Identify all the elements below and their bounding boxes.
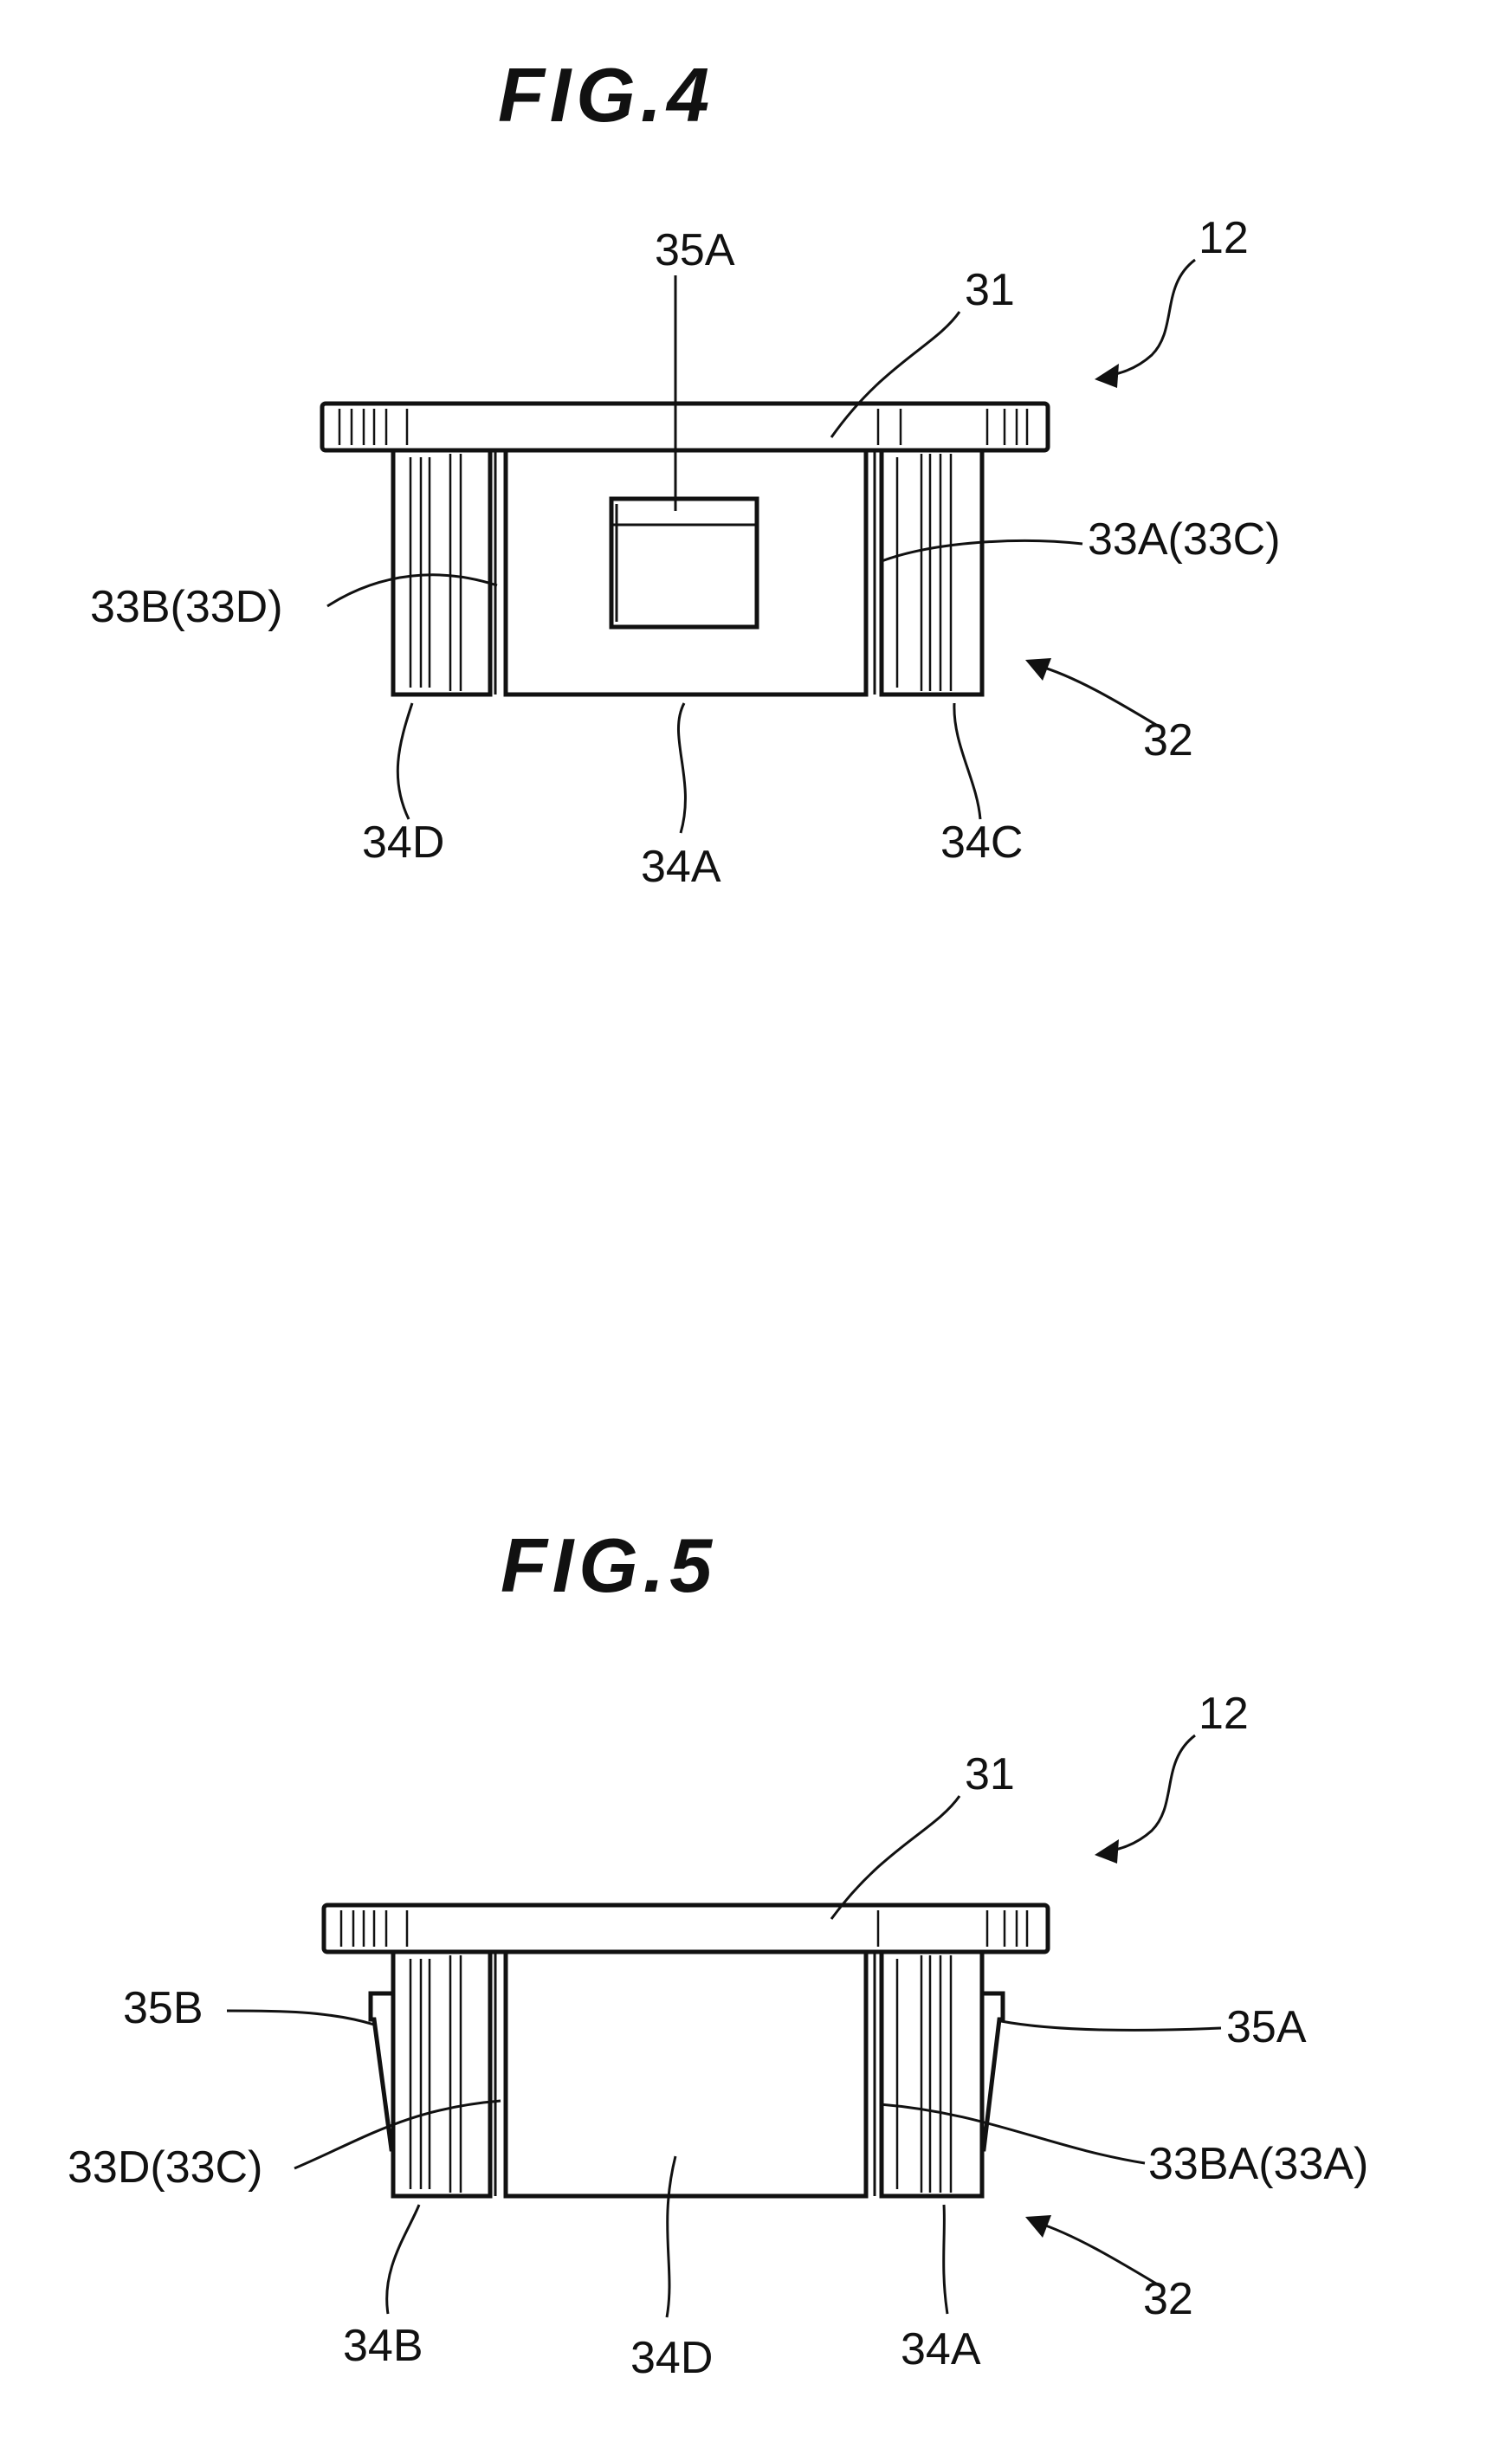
fig4-leader-34c [954,703,980,819]
fig4-label-34d: 34D [362,817,444,868]
fig5-label-35a: 35A [1226,2002,1307,2052]
fig5-leader-34a [944,2205,947,2314]
fig4-window [611,499,757,627]
fig5-leader-31 [831,1796,960,1919]
fig5-leader-34b [387,2205,419,2314]
fig4-label-34c: 34C [940,817,1023,868]
fig5-label-34d: 34D [630,2333,713,2383]
fig4-leader-34d [397,703,412,819]
fig4-label-32: 32 [1143,715,1193,766]
fig4-label-31: 31 [965,265,1015,315]
fig4-top-plate [322,404,1048,450]
fig5-label-12: 12 [1199,1689,1249,1739]
fig5-label-32: 32 [1143,2274,1193,2324]
fig4-label-12: 12 [1199,213,1249,263]
fig5-right-leg [882,1952,982,2196]
fig4-leader-12 [1102,260,1195,378]
fig5-label-35b: 35B [123,1983,204,2033]
fig4-right-leg [882,450,982,695]
fig4-label-33a: 33A(33C) [1088,514,1281,565]
fig5-leader-32 [1036,2222,1160,2286]
fig5-center-face [495,1952,875,2196]
fig4-label-35a: 35A [655,225,735,275]
fig5-label-33d: 33D(33C) [68,2142,262,2193]
figure-5-title: FIG.5 [501,1522,717,1608]
figure-4: FIG.4 [90,52,1281,892]
fig5-arrowhead-12 [1095,1839,1119,1864]
fig4-leader-34a [678,703,685,833]
fig5-top-plate [324,1905,1048,1952]
figure-4-title: FIG.4 [498,52,714,138]
fig5-leader-35b [227,2011,374,2025]
fig4-label-33b: 33B(33D) [90,582,283,632]
fig5-label-31: 31 [965,1749,1015,1799]
fig5-leader-35a [1001,2021,1221,2030]
fig5-label-34a: 34A [901,2324,981,2374]
fig4-leader-32 [1036,665,1160,727]
fig4-label-34a: 34A [641,842,721,892]
fig5-leader-12 [1102,1735,1195,1853]
fig5-left-leg [393,1952,490,2196]
fig5-label-34b: 34B [343,2321,423,2371]
figure-5: FIG.5 [68,1522,1368,2383]
fig4-arrowhead-12 [1095,364,1119,388]
fig5-label-33ba: 33BA(33A) [1148,2139,1368,2189]
fig4-left-leg [393,450,490,695]
